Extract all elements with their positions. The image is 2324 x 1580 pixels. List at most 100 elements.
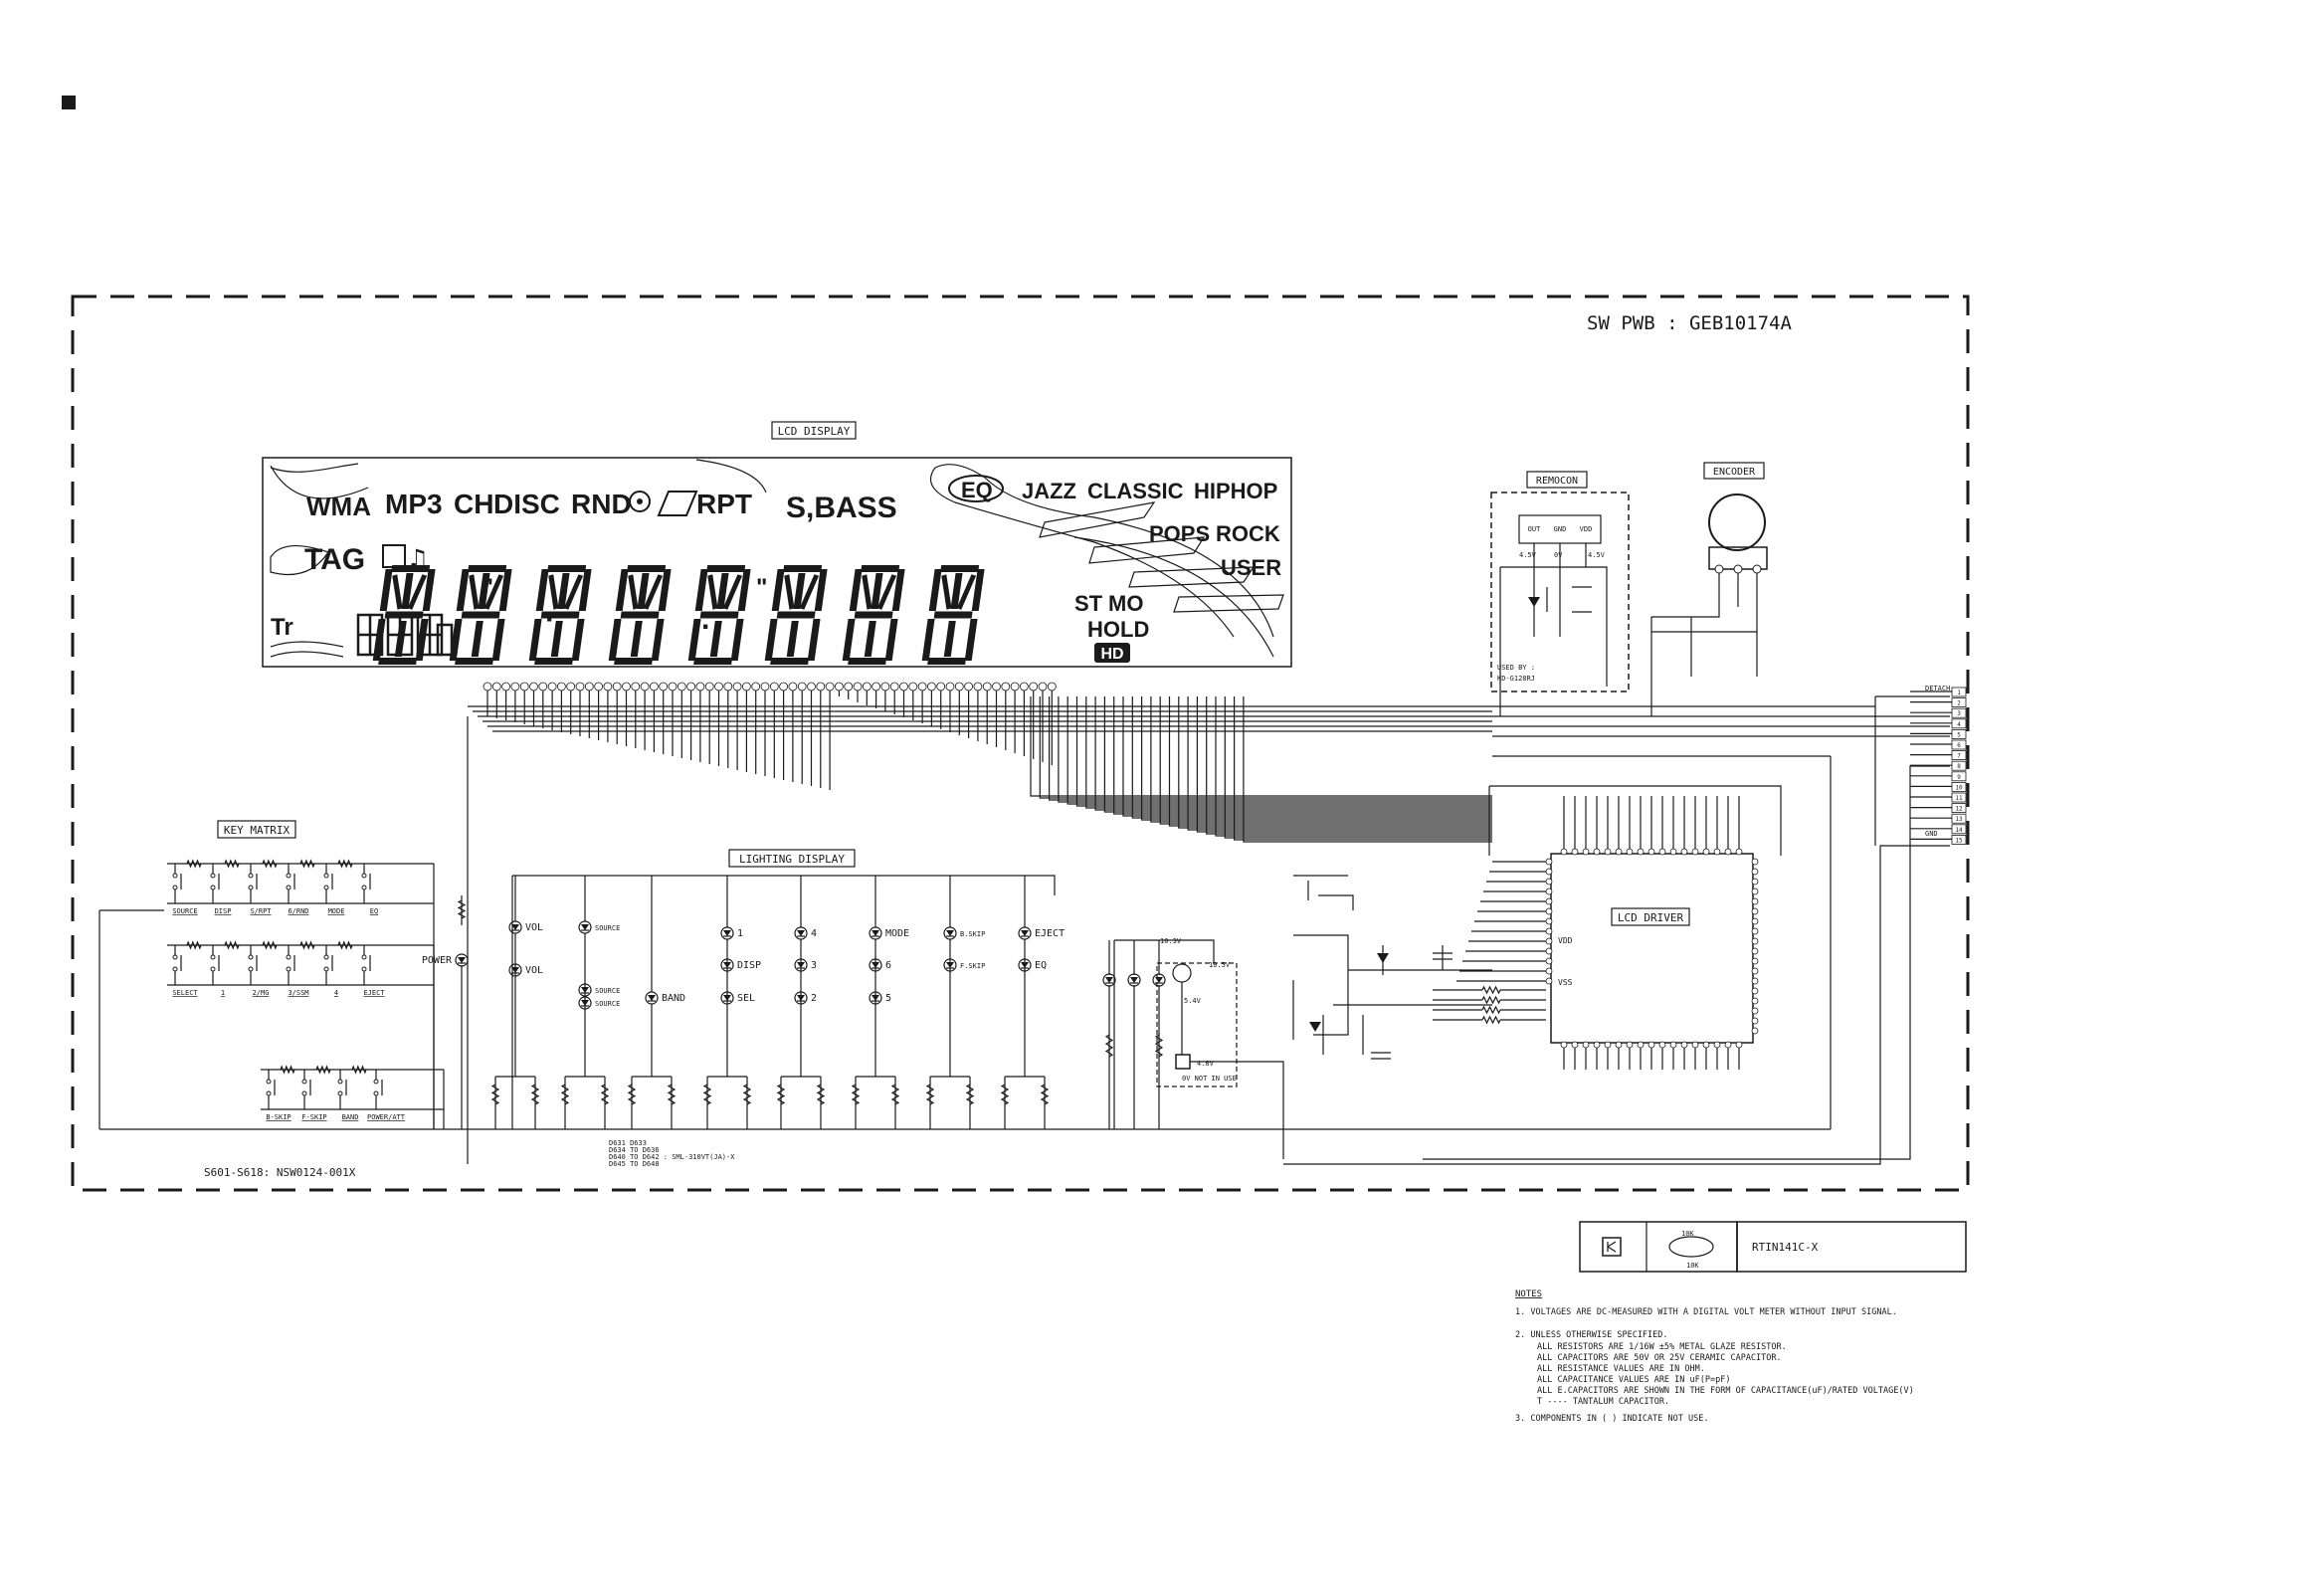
ic-pin xyxy=(1545,927,1553,935)
lcd-pin xyxy=(677,682,686,691)
lcd-bus-line xyxy=(1224,696,1492,839)
resistor-symbol xyxy=(776,1084,786,1105)
remocon-dashed-box xyxy=(1490,492,1630,692)
encoder-label: ENCODER xyxy=(1713,467,1756,478)
resistor-symbol xyxy=(186,859,202,869)
digit-segment xyxy=(776,611,816,619)
ic-pin xyxy=(1604,848,1612,856)
digit-segment xyxy=(478,573,490,609)
digit-segment xyxy=(786,621,799,657)
lcd-eq-bar xyxy=(1128,566,1256,588)
led-label: VOL xyxy=(525,922,543,933)
digit-segment xyxy=(461,611,500,619)
connector-pin-number: 11 xyxy=(1955,795,1963,802)
digit-separator: ' xyxy=(487,574,493,601)
lcd-pin-row xyxy=(483,682,1057,691)
key-label: F-SKIP xyxy=(301,1113,326,1121)
led-label: SOURCE xyxy=(595,924,620,932)
digit-segment xyxy=(848,658,887,665)
resistor-symbol xyxy=(851,1084,861,1105)
digit-segment xyxy=(706,565,746,572)
key-label: 6/RND xyxy=(288,907,308,915)
lighting-display: LIGHTING DISPLAY POWERVOLVOLSOURCESOURCE… xyxy=(422,849,1166,1168)
digit-segment xyxy=(614,658,654,665)
eq-ellipse xyxy=(948,475,1004,502)
key-switch-contact xyxy=(361,954,367,960)
ic-pin xyxy=(1751,897,1759,905)
ic-pin xyxy=(1545,967,1553,975)
led-driver-wire xyxy=(564,1075,606,1129)
led-symbol xyxy=(723,930,731,936)
lcd-pin xyxy=(668,682,678,691)
digit-segment xyxy=(864,621,876,657)
led-part-note: D645 TO D648 xyxy=(609,1160,660,1168)
digit-diagonal xyxy=(484,574,504,610)
led-part-note: D631 D633 xyxy=(609,1139,647,1147)
digit-diagonal xyxy=(643,574,664,610)
digit-segment xyxy=(571,619,585,661)
lcd-swoosh xyxy=(930,464,1274,638)
lcd-pin xyxy=(889,682,899,691)
ic-pin xyxy=(1571,848,1579,856)
lcd-pin xyxy=(1020,682,1029,691)
digit-segment xyxy=(547,565,587,572)
lcd-pin xyxy=(631,682,641,691)
notes-line: T ---- TANTALUM CAPACITOR. xyxy=(1537,1397,1669,1407)
key-switch xyxy=(363,864,371,903)
lcd-pin xyxy=(622,682,631,691)
key-switch-contact xyxy=(373,1079,379,1085)
lcd-pin xyxy=(547,682,557,691)
led-label: B.SKIP xyxy=(960,930,985,938)
bus-wire xyxy=(467,716,1950,1165)
key-switch-contact xyxy=(210,966,216,972)
digit-diagonal xyxy=(392,574,403,610)
lcd-indicator-sbass: S,BASS xyxy=(786,492,897,524)
key-switch-contact xyxy=(337,1079,343,1085)
key-switch-contact xyxy=(248,885,254,890)
digit-segment xyxy=(730,619,744,661)
digit-segment xyxy=(771,569,785,611)
lcd-pin xyxy=(686,682,695,691)
lcd-pin xyxy=(862,682,872,691)
folder-icon xyxy=(657,491,698,516)
ic-pin xyxy=(1691,848,1699,856)
lcd-indicator-wma: WMA xyxy=(306,492,371,521)
ic-pin xyxy=(1751,997,1759,1005)
lcd-bus-line xyxy=(1131,696,1492,819)
ic-pin xyxy=(1626,848,1634,856)
led-label: SOURCE xyxy=(595,987,620,995)
ic-pin xyxy=(1702,848,1710,856)
ic-pin xyxy=(1615,848,1623,856)
lcd-pin xyxy=(807,682,816,691)
resistor-symbol xyxy=(925,1084,935,1105)
led-supply-rail xyxy=(511,875,1056,1129)
key-matrix-label: KEY MATRIX xyxy=(224,824,290,837)
digit-segment xyxy=(608,619,622,661)
regulator-ic xyxy=(1175,1054,1191,1070)
connector-pin-number: 14 xyxy=(1955,827,1963,834)
resistor-symbol xyxy=(337,859,353,869)
key-switch-contact xyxy=(248,966,254,972)
resistor-symbol xyxy=(1481,1005,1501,1015)
key-switch-contact xyxy=(323,954,329,960)
encoder-pin xyxy=(1714,564,1724,574)
encoder-wiring xyxy=(1650,573,1758,716)
lcd-pin xyxy=(723,682,733,691)
lcd-indicator-tr: Tr xyxy=(271,614,293,641)
lcd-eq-bar xyxy=(1039,501,1156,538)
digit-diagonal xyxy=(563,574,584,610)
transistor-icon-lines xyxy=(1607,1241,1617,1253)
section-marker xyxy=(62,96,76,109)
resistor-symbol xyxy=(600,1084,610,1105)
lcd-pin xyxy=(936,682,946,691)
led-label: VOL xyxy=(525,965,543,976)
key-switch-contact xyxy=(373,1090,379,1096)
led-driver-wire xyxy=(494,1075,536,1129)
key-switch-contact xyxy=(286,885,291,890)
ic-pin xyxy=(1751,1017,1759,1025)
resistor-symbol xyxy=(490,1084,500,1105)
lcd-panel xyxy=(262,457,1292,668)
legend-value: 10K xyxy=(1681,1230,1694,1238)
digit-segment xyxy=(861,565,900,572)
